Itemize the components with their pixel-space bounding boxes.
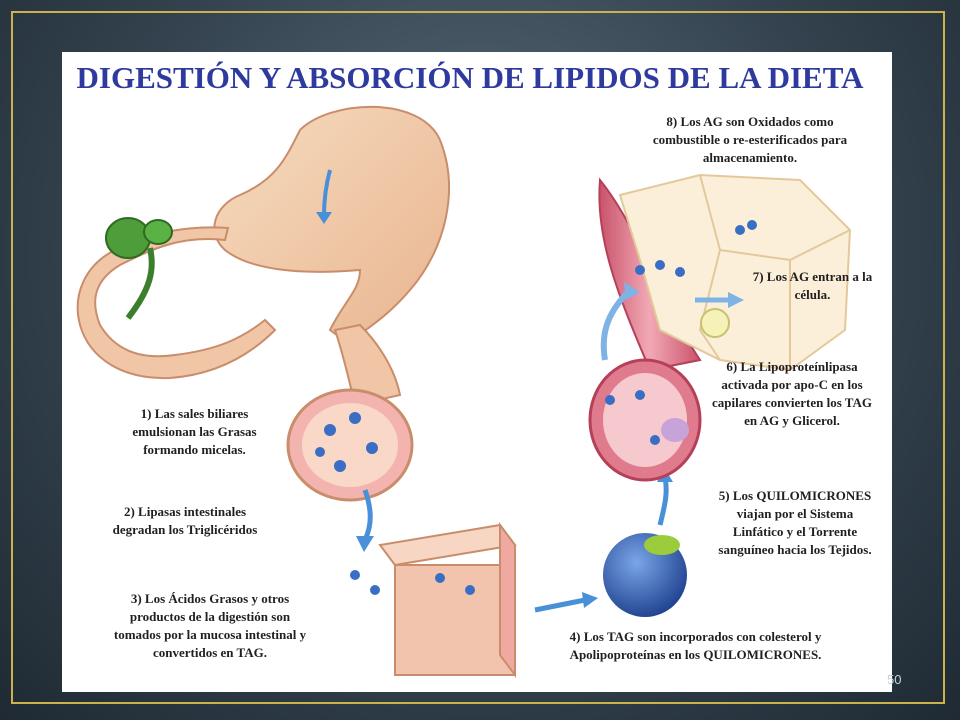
chylomicron-sphere <box>603 533 687 617</box>
step-7-caption: 7) Los AG entran a la célula. <box>752 269 873 302</box>
page-number: 50 <box>887 672 902 687</box>
intestine-cross-section <box>286 388 414 502</box>
intestinal-mucosa-block <box>350 522 517 678</box>
step-8-caption: 8) Los AG son Oxidados como combustible … <box>652 114 848 165</box>
step-2-caption: 2) Lipasas intestinales degradan los Tri… <box>112 504 258 537</box>
step-3-caption: 3) Los Ácidos Grasos y otros productos d… <box>113 591 307 660</box>
slide-title: DIGESTIÓN Y ABSORCIÓN DE LIPIDOS DE LA D… <box>76 60 864 95</box>
step-6-caption: 6) La Lipoproteínlipasa activada por apo… <box>712 359 872 428</box>
tissue-cells <box>618 173 852 372</box>
stomach-shape <box>213 105 450 347</box>
step-4-caption: 4) Los TAG son incorporados con colester… <box>569 629 822 662</box>
arrow-stomach <box>322 169 332 216</box>
slide-frame <box>11 11 945 704</box>
gallbladder-shape <box>105 217 173 320</box>
step-1-caption: 1) Las sales biliares emulsionan las Gra… <box>132 406 257 457</box>
duodenum-shape <box>76 226 402 407</box>
step-5-caption: 5) Los QUILOMICRONES viajan por el Siste… <box>718 488 872 557</box>
